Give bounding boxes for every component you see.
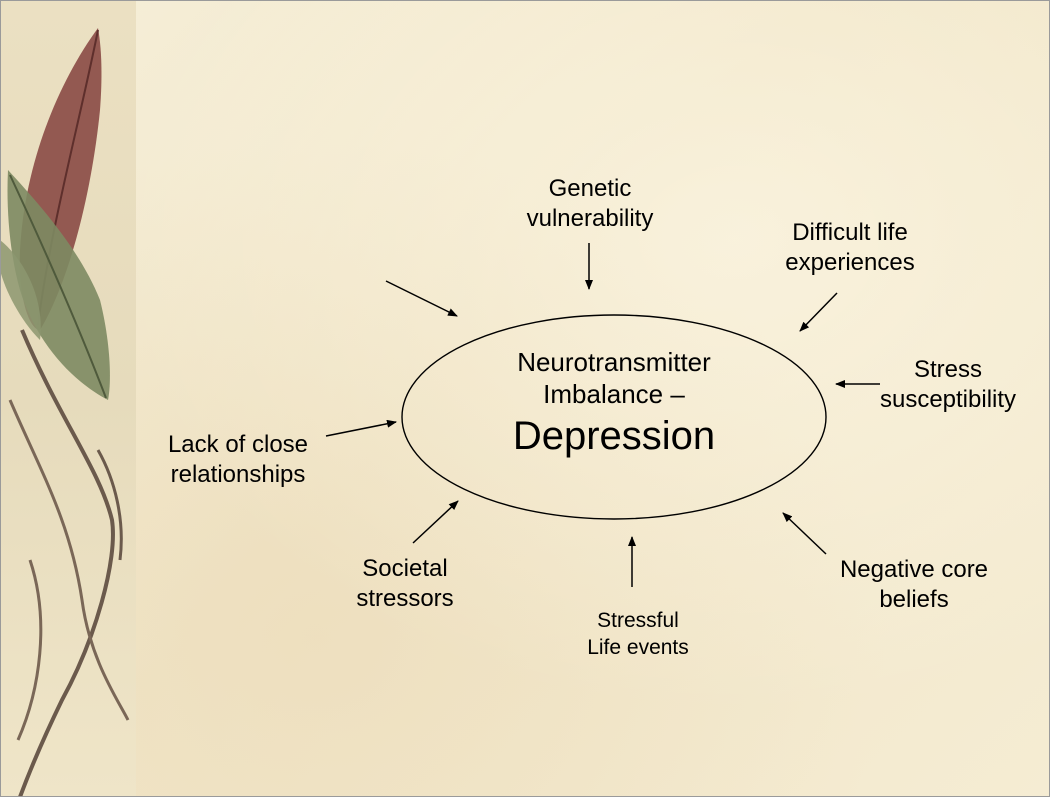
label-negative-line-2: beliefs xyxy=(814,585,1014,615)
twig-lower xyxy=(18,560,41,740)
label-genetic: Genetic vulnerability xyxy=(500,174,680,234)
label-negative-line-1: Negative core xyxy=(814,555,1014,585)
arrow-societal xyxy=(413,501,458,543)
twig-main xyxy=(20,330,113,797)
label-stress-susceptibility: Stress susceptibility xyxy=(858,355,1038,415)
center-line-2: Imbalance – xyxy=(474,378,754,410)
center-line-1: Neurotransmitter xyxy=(474,346,754,378)
label-difficult: Difficult life experiences xyxy=(755,218,945,278)
label-negative-beliefs: Negative core beliefs xyxy=(814,555,1014,615)
label-stressful-line-1: Stressful xyxy=(558,607,718,634)
arrow-unlabeled xyxy=(386,281,457,316)
label-difficult-line-1: Difficult life xyxy=(755,218,945,248)
label-societal-line-2: stressors xyxy=(325,584,485,614)
label-relationships: Lack of close relationships xyxy=(143,430,333,490)
label-genetic-line-1: Genetic xyxy=(500,174,680,204)
arrow-negative-beliefs xyxy=(783,513,826,554)
arrow-relationships xyxy=(326,422,396,436)
label-relationships-line-1: Lack of close xyxy=(143,430,333,460)
arrow-difficult xyxy=(800,293,837,331)
label-stress-line-1: Stress xyxy=(858,355,1038,385)
label-stress-line-2: susceptibility xyxy=(858,385,1038,415)
label-genetic-line-2: vulnerability xyxy=(500,204,680,234)
label-societal-line-1: Societal xyxy=(325,554,485,584)
label-difficult-line-2: experiences xyxy=(755,248,945,278)
label-stressful-events: Stressful Life events xyxy=(558,607,718,661)
label-stressful-line-2: Life events xyxy=(558,634,718,661)
center-label: Neurotransmitter Imbalance – Depression xyxy=(474,346,754,462)
center-line-3: Depression xyxy=(474,410,754,462)
leaf-illustration xyxy=(0,28,128,797)
label-relationships-line-2: relationships xyxy=(143,460,333,490)
label-societal: Societal stressors xyxy=(325,554,485,614)
